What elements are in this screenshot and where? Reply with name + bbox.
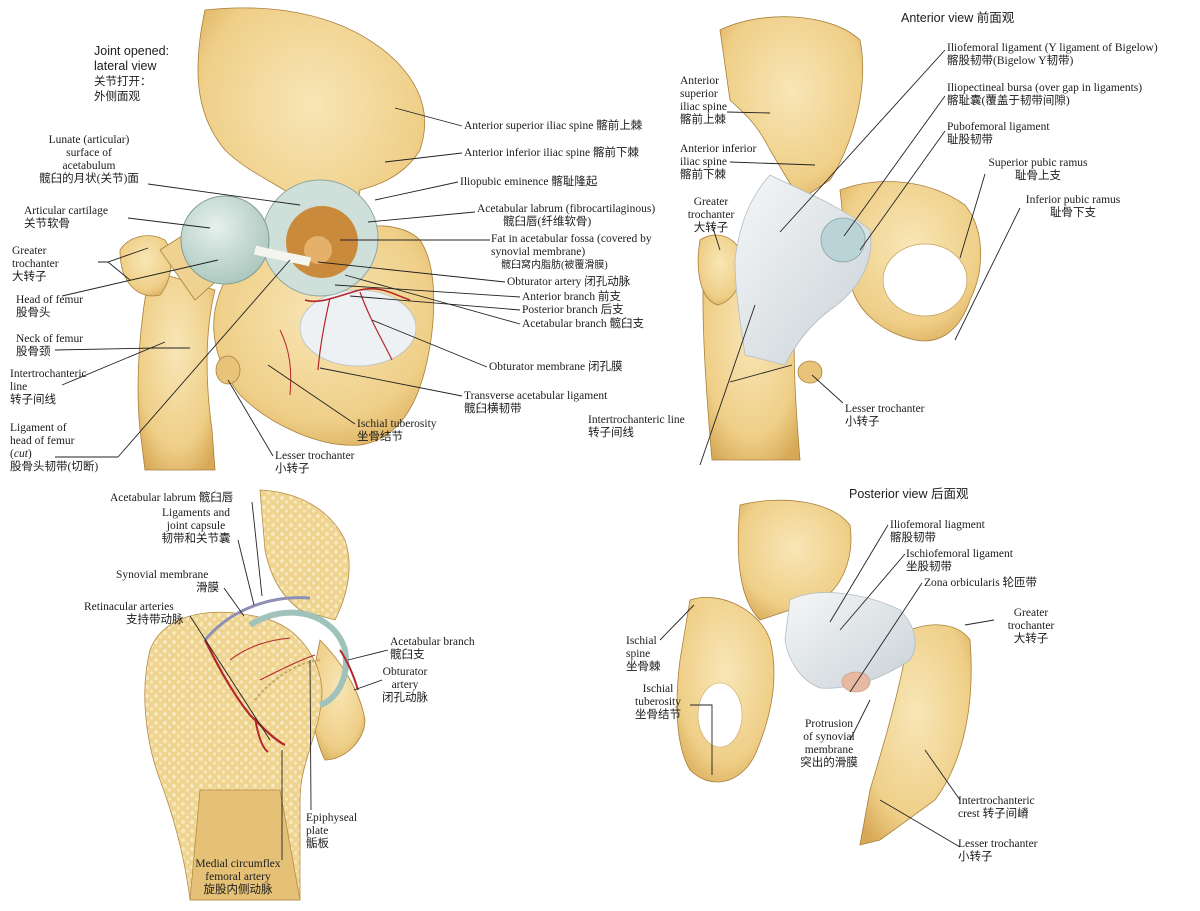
label-anterior-inferior-iliac-spine-ant: Anterior inferior iliac spine 髂前下棘	[680, 143, 757, 181]
label-ischiofemoral-ligament: Ischiofemoral ligament 坐股韧带	[906, 548, 1013, 573]
lateral-view-art	[119, 7, 435, 471]
leader-lines	[54, 49, 1021, 860]
label-obturator-artery: Obturator artery 闭孔动脉	[507, 276, 631, 288]
anterior-heading: Anterior view 前面观	[901, 11, 1015, 25]
label-acetabular-branch-section: Acetabular branch 髋臼支	[390, 636, 475, 661]
label-ligament-head-femur: Ligament of head of femur (cut) 股骨头韧带(切断…	[10, 422, 99, 473]
label-iliopubic-eminence: Iliopubic eminence 髂耻隆起	[460, 176, 598, 188]
label-acetabular-labrum: Acetabular labrum (fibrocartilaginous) 髋…	[477, 203, 656, 228]
posterior-heading: Posterior view 后面观	[849, 487, 969, 501]
label-synovial-membrane: Synovial membrane 滑膜	[116, 569, 219, 594]
label-ischial-tuberosity-post: Ischial tuberosity 坐骨结节	[635, 683, 681, 721]
label-lesser-trochanter: Lesser trochanter 小转子	[275, 450, 355, 475]
label-obturator-membrane: Obturator membrane 闭孔膜	[489, 361, 623, 373]
lateral-heading: Joint opened: lateral view 关节打开： 外侧面观	[94, 44, 170, 103]
label-intertrochanteric-line-ant: Intertrochanteric line 转子间线	[588, 414, 685, 439]
label-posterior-branch: Posterior branch 后支	[522, 304, 624, 316]
label-neck-of-femur: Neck of femur 股骨颈	[16, 333, 84, 358]
anterior-view-art	[697, 16, 982, 461]
label-obturator-artery-section: Obturator artery 闭孔动脉	[382, 666, 428, 704]
label-articular-cartilage: Articular cartilage 关节软骨	[24, 205, 108, 230]
label-intertrochanteric-crest: Intertrochanteric crest 转子间嵴	[958, 795, 1035, 820]
label-anterior-superior-iliac-spine-ant: Anterior superior iliac spine 髂前上棘	[680, 75, 727, 126]
label-greater-trochanter: Greater trochanter 大转子	[12, 245, 59, 283]
label-iliofemoral-ligament-post: Iliofemoral liagment 髂股韧带	[890, 519, 985, 544]
label-iliofemoral-ligament: Iliofemoral ligament (Y ligament of Bige…	[947, 42, 1158, 67]
label-acetabular-branch: Acetabular branch 髋臼支	[522, 318, 644, 330]
label-epiphyseal-plate: Epiphyseal plate 骺板	[306, 812, 358, 850]
label-anterior-branch: Anterior branch 前支	[522, 291, 621, 303]
label-ischial-tuberosity: Ischial tuberosity 坐骨结节	[357, 418, 437, 443]
label-retinacular-arteries: Retinacular arteries 支持带动脉	[84, 601, 184, 626]
label-greater-trochanter-ant: Greater trochanter 大转子	[687, 196, 735, 234]
label-greater-trochanter-post: Greater trochanter 大转子	[1007, 607, 1055, 645]
label-acetabular-labrum-section: Acetabular labrum 髋臼唇	[110, 492, 234, 504]
label-ischial-spine: Ischial spine 坐骨棘	[626, 635, 661, 673]
label-lesser-trochanter-ant: Lesser trochanter 小转子	[845, 403, 925, 428]
label-head-of-femur: Head of femur 股骨头	[16, 294, 84, 319]
label-inferior-pubic-ramus: Inferior pubic ramus 耻骨下支	[1025, 194, 1121, 219]
label-lunate-surface: Lunate (articular) surface of acetabulum…	[39, 134, 139, 185]
label-lesser-trochanter-post: Lesser trochanter 小转子	[958, 838, 1038, 863]
label-pubofemoral-ligament: Pubofemoral ligament 耻股韧带	[947, 121, 1050, 146]
label-superior-pubic-ramus: Superior pubic ramus 耻骨上支	[988, 157, 1088, 182]
label-intertrochanteric-line: Intertrochanteric line 转子间线	[10, 368, 87, 406]
label-ligaments-joint-capsule: Ligaments and joint capsule 韧带和关节囊	[161, 507, 231, 545]
label-anterior-inferior-iliac-spine: Anterior inferior iliac spine 髂前下棘	[464, 147, 640, 159]
label-anterior-superior-iliac-spine: Anterior superior iliac spine 髂前上棘	[464, 120, 643, 132]
posterior-view-art	[676, 499, 972, 846]
label-iliopectineal-bursa: Iliopectineal bursa (over gap in ligamen…	[947, 82, 1143, 107]
label-fat-acetabular-fossa: Fat in acetabular fossa (covered by syno…	[491, 233, 652, 271]
label-zona-orbicularis: Zona orbicularis 轮匝带	[924, 577, 1038, 589]
label-protrusion-synovial-membrane: Protrusion of synovial membrane 突出的滑膜	[800, 718, 858, 769]
label-medial-circumflex-artery: Medial circumflex femoral artery 旋股内侧动脉	[195, 858, 281, 896]
label-transverse-acetabular-ligament: Transverse acetabular ligament 髋臼横韧带	[464, 390, 608, 415]
section-view-art	[144, 489, 366, 901]
